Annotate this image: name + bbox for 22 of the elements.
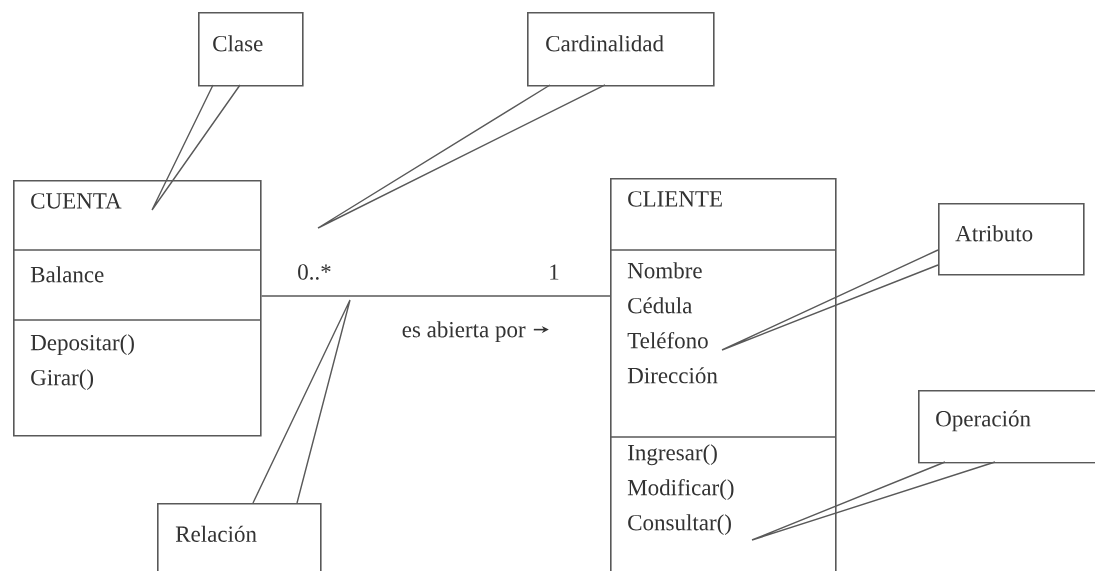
class-box: [609, 178, 837, 571]
multiplicity-label: 1: [550, 264, 559, 280]
edge-label: es abierta por: [402, 321, 526, 343]
class-box: [12, 180, 262, 437]
callout-box: Clase: [198, 12, 304, 87]
leader-line: [151, 84, 241, 211]
leader-line: [252, 299, 351, 504]
operation-list: Depositar() Girar(): [30, 334, 134, 391]
leader-line: [721, 249, 939, 351]
callout-box: Atributo: [938, 203, 1085, 276]
leader-line: [751, 461, 996, 541]
attribute-list: Nombre Cédula Teléfono Dirección: [627, 262, 718, 384]
callout-box: Relación: [157, 503, 322, 571]
multiplicity-label: 0..*: [298, 264, 331, 280]
class-name: CUENTA: [31, 193, 122, 209]
association-line: [260, 295, 611, 297]
callout-box: Operación: [918, 390, 1095, 464]
class-name: CLIENTE: [628, 191, 722, 207]
attribute-list: Balance: [30, 266, 104, 283]
operation-list: Ingresar() Modificar() Consultar(): [627, 444, 734, 536]
callout-box: Cardinalidad: [527, 12, 715, 87]
leader-line: [317, 84, 606, 229]
